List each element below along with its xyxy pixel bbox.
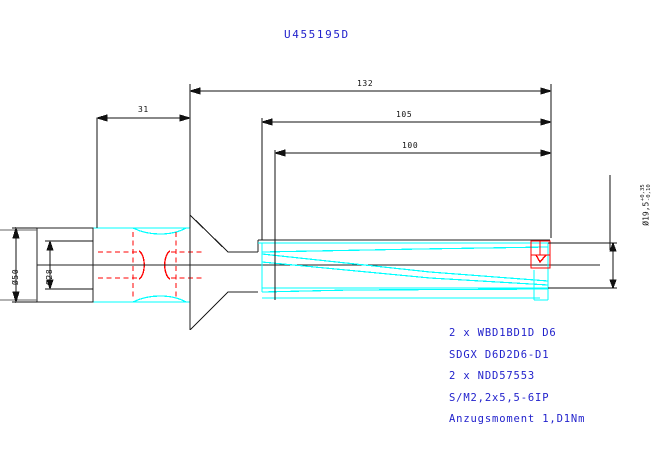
page-title: U455195D xyxy=(284,28,350,41)
insert-pocket-lines xyxy=(530,240,551,269)
note-line-screw-qty: 2 x NDD57553 xyxy=(449,370,536,382)
note-line-insert-2: SDGX D6D2D6-D1 xyxy=(449,348,550,361)
dimension-label-flange-diameter: Ø50 xyxy=(11,268,20,285)
extension-lines xyxy=(12,84,617,303)
hidden-bore-lines xyxy=(98,232,205,298)
notes-block: 2 x WBD1BD1D D6 SDGX D6D2D6-D1 2 x NDD57… xyxy=(449,327,585,435)
flange-step-lines xyxy=(0,229,37,301)
note-line-insert-1: 2 x WBD1BD1D D6 xyxy=(449,327,557,339)
note-line-screw-spec: S/M2,2x5,5-6IP xyxy=(449,391,550,404)
dimension-label-flute-length: 105 xyxy=(396,110,413,119)
dimension-label-drill-depth: 100 xyxy=(402,141,419,150)
dimension-label-overall-length: 132 xyxy=(357,79,374,88)
drill-diameter-base: Ø19,5 xyxy=(641,201,651,226)
drill-diameter-lower-tolerance: -0,10 xyxy=(646,184,652,202)
dimension-label-bore-diameter: Ø28 xyxy=(45,268,54,285)
dimension-label-shank-length: 31 xyxy=(138,105,149,114)
drill-diameter-tolerance: +0,35-0,10 xyxy=(640,184,652,201)
note-line-torque: Anzugsmoment 1,D1Nm xyxy=(449,413,586,425)
dimension-label-drill-diameter: Ø19,5+0,35-0,10 xyxy=(631,184,661,245)
drill-body-outline xyxy=(258,242,549,301)
dimension-lines xyxy=(12,87,617,304)
body-contour xyxy=(36,214,600,331)
